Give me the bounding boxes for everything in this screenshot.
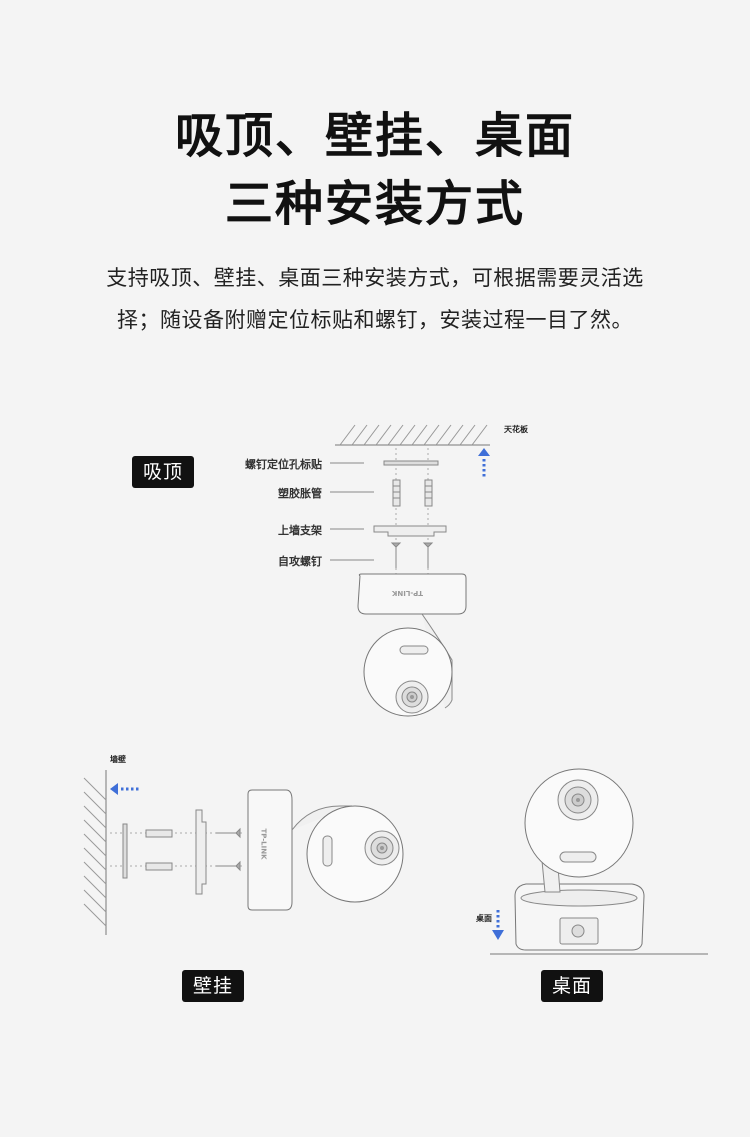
desk-mount-diagram xyxy=(490,768,708,955)
wall-surface-label: 墙壁 xyxy=(110,755,126,764)
ceiling-brand-mark: TP-LINK xyxy=(392,589,424,597)
ceiling-surface-label: 天花板 xyxy=(504,425,528,434)
ceiling-mount-badge: 吸顶 xyxy=(132,456,195,488)
ceiling-arrow-up xyxy=(478,448,490,477)
wall-brand-mark: TP-LINK xyxy=(259,828,268,860)
wall-arrow-left xyxy=(110,783,139,795)
part-label-sticker: 螺钉定位孔标贴 xyxy=(245,458,322,471)
part-label-screw: 自攻螺钉 xyxy=(278,555,322,568)
description-line-2: 择；随设备附赠定位标贴和螺钉，安装过程一目了然。 xyxy=(117,308,633,332)
wall-mount-diagram xyxy=(83,770,404,935)
wall-mount-badge: 壁挂 xyxy=(182,970,245,1002)
desk-mount-badge: 桌面 xyxy=(541,970,604,1002)
page-title-line-2: 三种安装方式 xyxy=(224,176,525,232)
ceiling-mount-diagram xyxy=(330,424,490,717)
page-title-line-1: 吸顶、壁挂、桌面 xyxy=(174,108,575,164)
description-line-1: 支持吸顶、壁挂、桌面三种安装方式，可根据需要灵活选 xyxy=(106,266,644,290)
desk-arrow-down xyxy=(492,910,504,940)
part-label-anchor: 塑胶胀管 xyxy=(278,487,322,500)
part-label-bracket: 上墙支架 xyxy=(278,524,322,537)
desk-surface-label: 桌面 xyxy=(476,914,492,923)
